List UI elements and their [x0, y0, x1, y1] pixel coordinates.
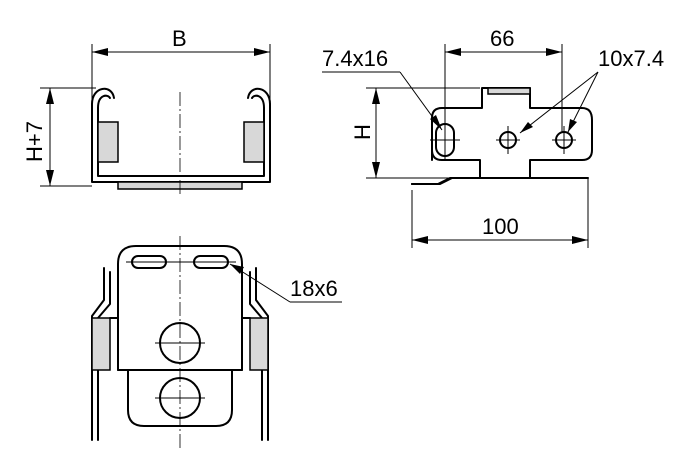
left-hook [91, 88, 115, 109]
side-view: 66 7.4x16 10x7.4 H 100 [322, 26, 664, 248]
slot-7-4x16-label: 7.4x16 [322, 46, 388, 71]
dim-100-label: 100 [482, 214, 519, 239]
front-view: B H+7 [22, 26, 271, 196]
plan-view: 18x6 [91, 236, 342, 448]
right-clip [243, 121, 265, 163]
left-clip [97, 121, 119, 163]
slot-18x6-label: 18x6 [290, 276, 338, 301]
dim-h-label: H [350, 124, 375, 140]
dim-b-label: B [172, 26, 187, 51]
dim-66-label: 66 [490, 26, 514, 51]
right-hook [247, 88, 271, 109]
hole-10x7-4-label: 10x7.4 [598, 46, 664, 71]
dim-h7-label: H+7 [22, 121, 47, 162]
